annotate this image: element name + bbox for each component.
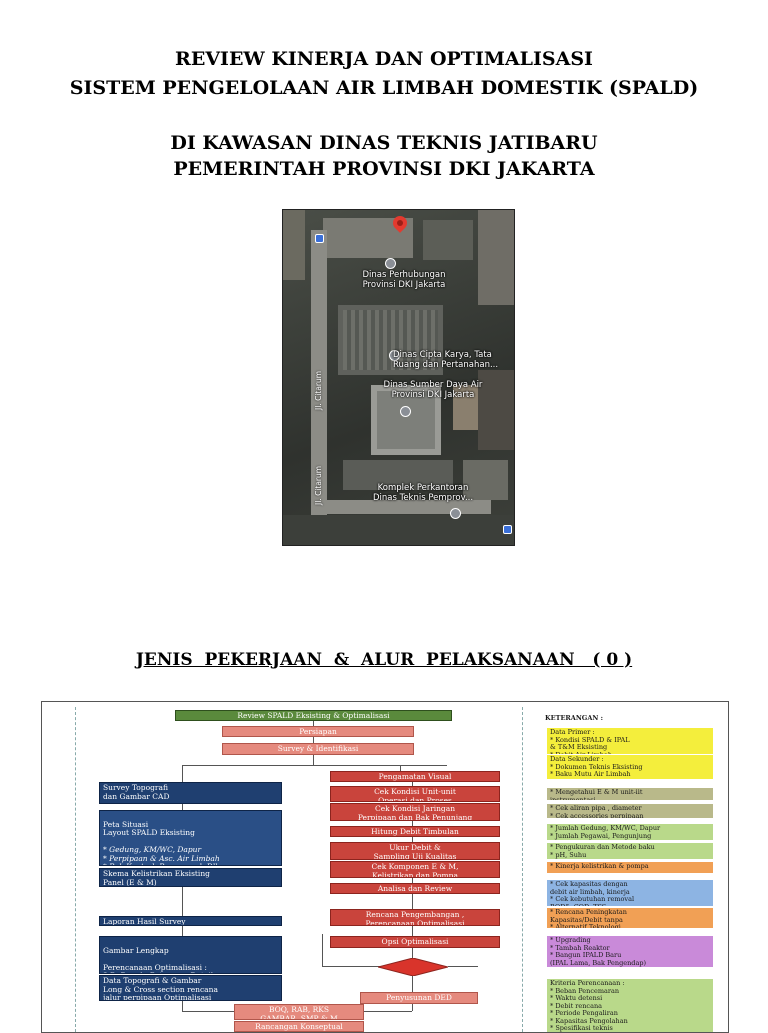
flow-box-cek-jaringan: Cek Kondisi Jaringan Perpipaan dan Bak P… [330, 803, 500, 821]
flow-connector [412, 878, 413, 883]
poi-marker-icon[interactable] [389, 350, 400, 361]
map-trees [283, 515, 514, 545]
flow-connector [448, 966, 478, 967]
note-1: * Mengetahui E & M unit-iit instrumentas… [547, 788, 713, 800]
map-label-ciptakarya: Dinas Cipta Karya, Tata Ruang dan Pertan… [393, 350, 499, 370]
note-data-sekunder: Data Sekunder : * Dokumen Teknis Eksisti… [547, 755, 713, 779]
flow-box-rencana: Rencana Pengembangan , Perencanaan Optim… [330, 909, 500, 926]
flow-box-laporan: Laporan Hasil Survey [99, 916, 282, 926]
flow-connector [182, 1001, 183, 1011]
flow-connector [322, 966, 380, 967]
map-road [311, 230, 327, 530]
flow-connector [412, 837, 413, 842]
flow-connector [182, 765, 447, 766]
street-label: Jl. Citarum [314, 465, 323, 505]
flow-connector [182, 804, 183, 810]
flow-box-persiapan: Persiapan [222, 726, 414, 737]
flow-connector [412, 782, 413, 786]
flow-connector [412, 926, 413, 936]
map-building [478, 210, 514, 305]
poi-marker-icon[interactable] [450, 508, 461, 519]
flow-connector [412, 1004, 413, 1011]
flow-box-gambar-lengkap: Gambar Lengkap Perencanaan Optimalisasi … [99, 936, 282, 974]
flow-box-analisa: Analisa dan Review [330, 883, 500, 894]
flow-box-rancangan: Rancangan Konseptual [234, 1021, 364, 1032]
flow-connector [412, 948, 413, 958]
flow-connector [313, 721, 314, 726]
note-data-primer: Data Primer : * Kondisi SPALD & IPAL & T… [547, 728, 713, 754]
document-title-line-1: REVIEW KINERJA DAN OPTIMALISASI [175, 48, 593, 70]
flow-connector [182, 765, 183, 782]
flow-connector [182, 887, 183, 916]
poi-marker-icon[interactable] [400, 406, 411, 417]
map-building [283, 210, 305, 280]
flow-box-survey-topografi: Survey Topografi dan Gambar CAD [99, 782, 282, 804]
flow-box-ukur-debit: Ukur Debit & Sampling Uji Kualitas Air L… [330, 842, 500, 860]
perencanaan-text: Perencanaan Optimalisasi : 3 D, Denah, P… [103, 962, 213, 973]
map-label-sda: Dinas Sumber Daya Air Provinsi DKI Jakar… [383, 380, 483, 400]
flow-box-pengamatan: Pengamatan Visual [330, 771, 500, 782]
document-subtitle-line-2: PEMERINTAH PROVINSI DKI JAKARTA [173, 158, 595, 180]
flow-connector [313, 755, 314, 765]
flow-connector [400, 765, 401, 771]
swimlane-divider [75, 707, 76, 1032]
note-8: * Upgrading * Tambah Reaktor * Bangun IP… [547, 936, 713, 967]
document-title-line-2: SISTEM PENGELOLAAN AIR LIMBAH DOMESTIK (… [69, 77, 699, 99]
flow-box-skema: Skema Kelistrikan Eksisting Panel (E & M… [99, 868, 282, 887]
workflow-diagram: Review SPALD Eksisting & Optimalisasi Pe… [41, 701, 729, 1033]
note-3: * Jumlah Gedung, KM/WC, Dapur * Jumlah P… [547, 824, 713, 840]
flow-connector [412, 821, 413, 826]
note-7: * Rencana Peningkatan Kapasitas/Debit ta… [547, 908, 713, 928]
map-building [463, 460, 508, 500]
flow-box-data-topografi: Data Topografi & Gambar Long & Cross sec… [99, 975, 282, 1001]
note-4: * Pengukuran dan Metode baku * pH, Suhu … [547, 843, 713, 859]
flow-connector [182, 926, 183, 936]
peta-situasi-items: * Gedung, KM/WC, Dapur * Perpipaan & Asc… [103, 845, 220, 865]
flow-box-cek-komponen: Cek Komponen E & M, Kelistrikan dan Pomp… [330, 861, 500, 878]
map-building [478, 370, 514, 450]
flow-connector [412, 894, 413, 909]
flow-connector [412, 976, 413, 992]
note-5: * Kinerja kelistrikan & pompa [547, 862, 713, 873]
section-heading: JENIS PEKERJAAN & ALUR PELAKSANAAN ( 0 ) [135, 650, 633, 670]
note-2: * Cek aliran pipa , diameter * Cek acces… [547, 804, 713, 818]
map-label-komplek: Komplek Perkantoran Dinas Teknis Pemprov… [372, 483, 474, 503]
document-subtitle-line-1: DI KAWASAN DINAS TEKNIS JATIBARU [170, 132, 598, 154]
flow-box-peta-situasi: Peta Situasi Layout SPALD Eksisting * Ge… [99, 810, 282, 866]
swimlane-divider [522, 707, 523, 1032]
flow-box-penyusunan: Penyusunan DED [360, 992, 478, 1004]
decision-diamond [378, 958, 448, 976]
map-road [311, 500, 491, 514]
transit-stop-icon [503, 525, 512, 534]
flow-box-review: Review SPALD Eksisting & Optimalisasi [175, 710, 452, 721]
street-label: Jl. Citarum [314, 370, 323, 410]
flow-box-hitung-debit: Hitung Debit Timbulan [330, 826, 500, 837]
map-building [423, 220, 473, 260]
transit-stop-icon [315, 234, 324, 243]
flow-box-survey: Survey & Identifikasi [222, 743, 414, 755]
flow-connector [313, 737, 314, 743]
keterangan-title: KETERANGAN : [545, 714, 603, 722]
map-roof [377, 391, 435, 449]
map-building [343, 460, 453, 490]
map-label-dishub: Dinas Perhubungan Provinsi DKI Jakarta [362, 270, 446, 290]
satellite-map: Dinas Perhubungan Provinsi DKI Jakarta D… [282, 209, 515, 546]
note-9: Kriteria Perencanaan : * Beban Pencemara… [547, 979, 713, 1032]
flow-connector [322, 934, 323, 966]
flow-box-boq: BOQ, RAB, RKS GAMBAR, SMP & M [234, 1004, 364, 1020]
gambar-lengkap-title: Gambar Lengkap [103, 945, 169, 955]
flow-box-cek-kondisi: Cek Kondisi Unit-unit Operasi dan Proses [330, 786, 500, 802]
poi-marker-icon[interactable] [385, 258, 396, 269]
note-6: * Cek kapasitas dengan debit air limbah,… [547, 880, 713, 906]
peta-situasi-title: Peta Situasi Layout SPALD Eksisting [103, 819, 195, 837]
flow-box-opsi: Opsi Optimalisasi [330, 936, 500, 948]
